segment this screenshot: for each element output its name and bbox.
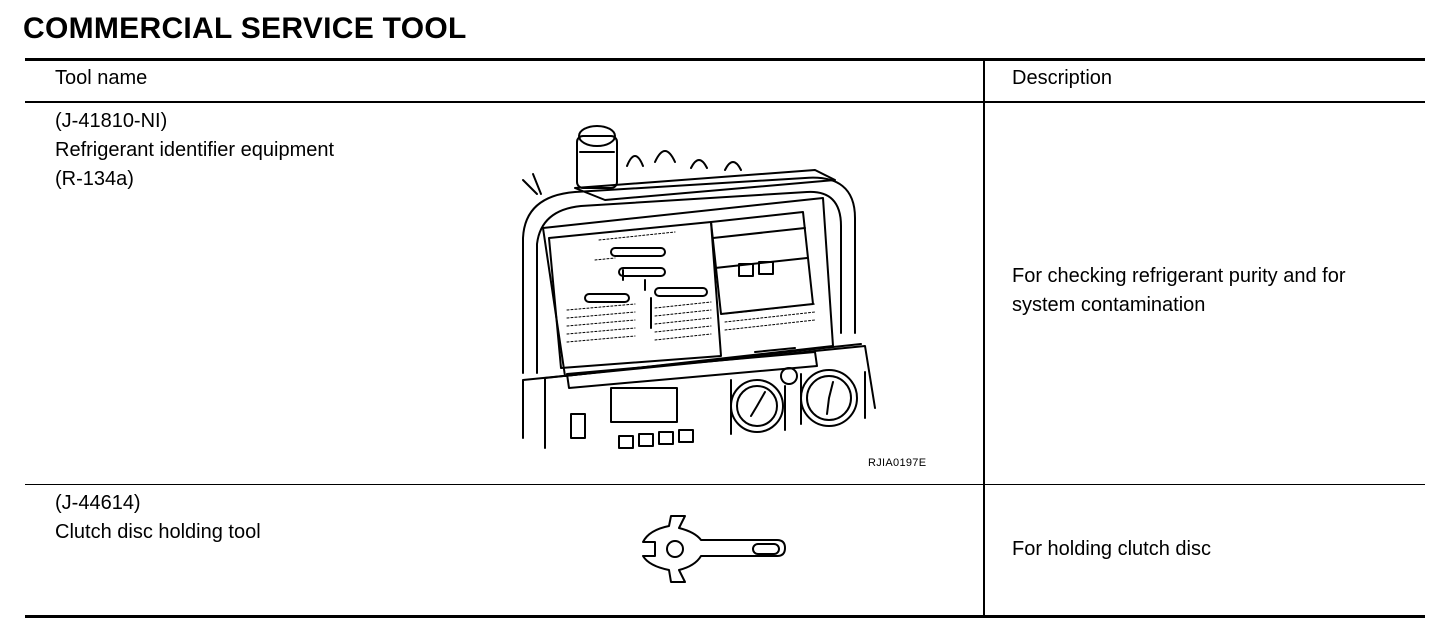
column-divider: [983, 60, 985, 616]
clutch-holding-tool-illustration: [642, 515, 786, 583]
tool-number: (J-44614): [55, 492, 141, 514]
tool-name: Refrigerant identifier equipment: [55, 139, 335, 161]
header-description: Description: [1012, 67, 1113, 89]
figure-code: RJIA0197E: [868, 457, 927, 469]
description-text: For holding clutch disc: [1012, 538, 1211, 560]
page-title: COMMERCIAL SERVICE TOOL: [23, 12, 467, 45]
tool-name: Clutch disc holding tool: [55, 521, 261, 543]
refrigerant-identifier-illustration: [522, 125, 876, 449]
table-bottom-rule: [25, 615, 1425, 618]
description-text: For checking refrigerant purity and for: [1012, 265, 1346, 287]
tool-number: (J-41810-NI): [55, 110, 168, 132]
row-divider: [25, 484, 1425, 485]
header-tool-name: Tool name: [55, 67, 148, 89]
header-divider: [25, 101, 1425, 103]
description-text: system contamination: [1012, 294, 1206, 316]
tool-note: (R-134a): [55, 168, 134, 190]
table-top-rule: [25, 58, 1425, 61]
